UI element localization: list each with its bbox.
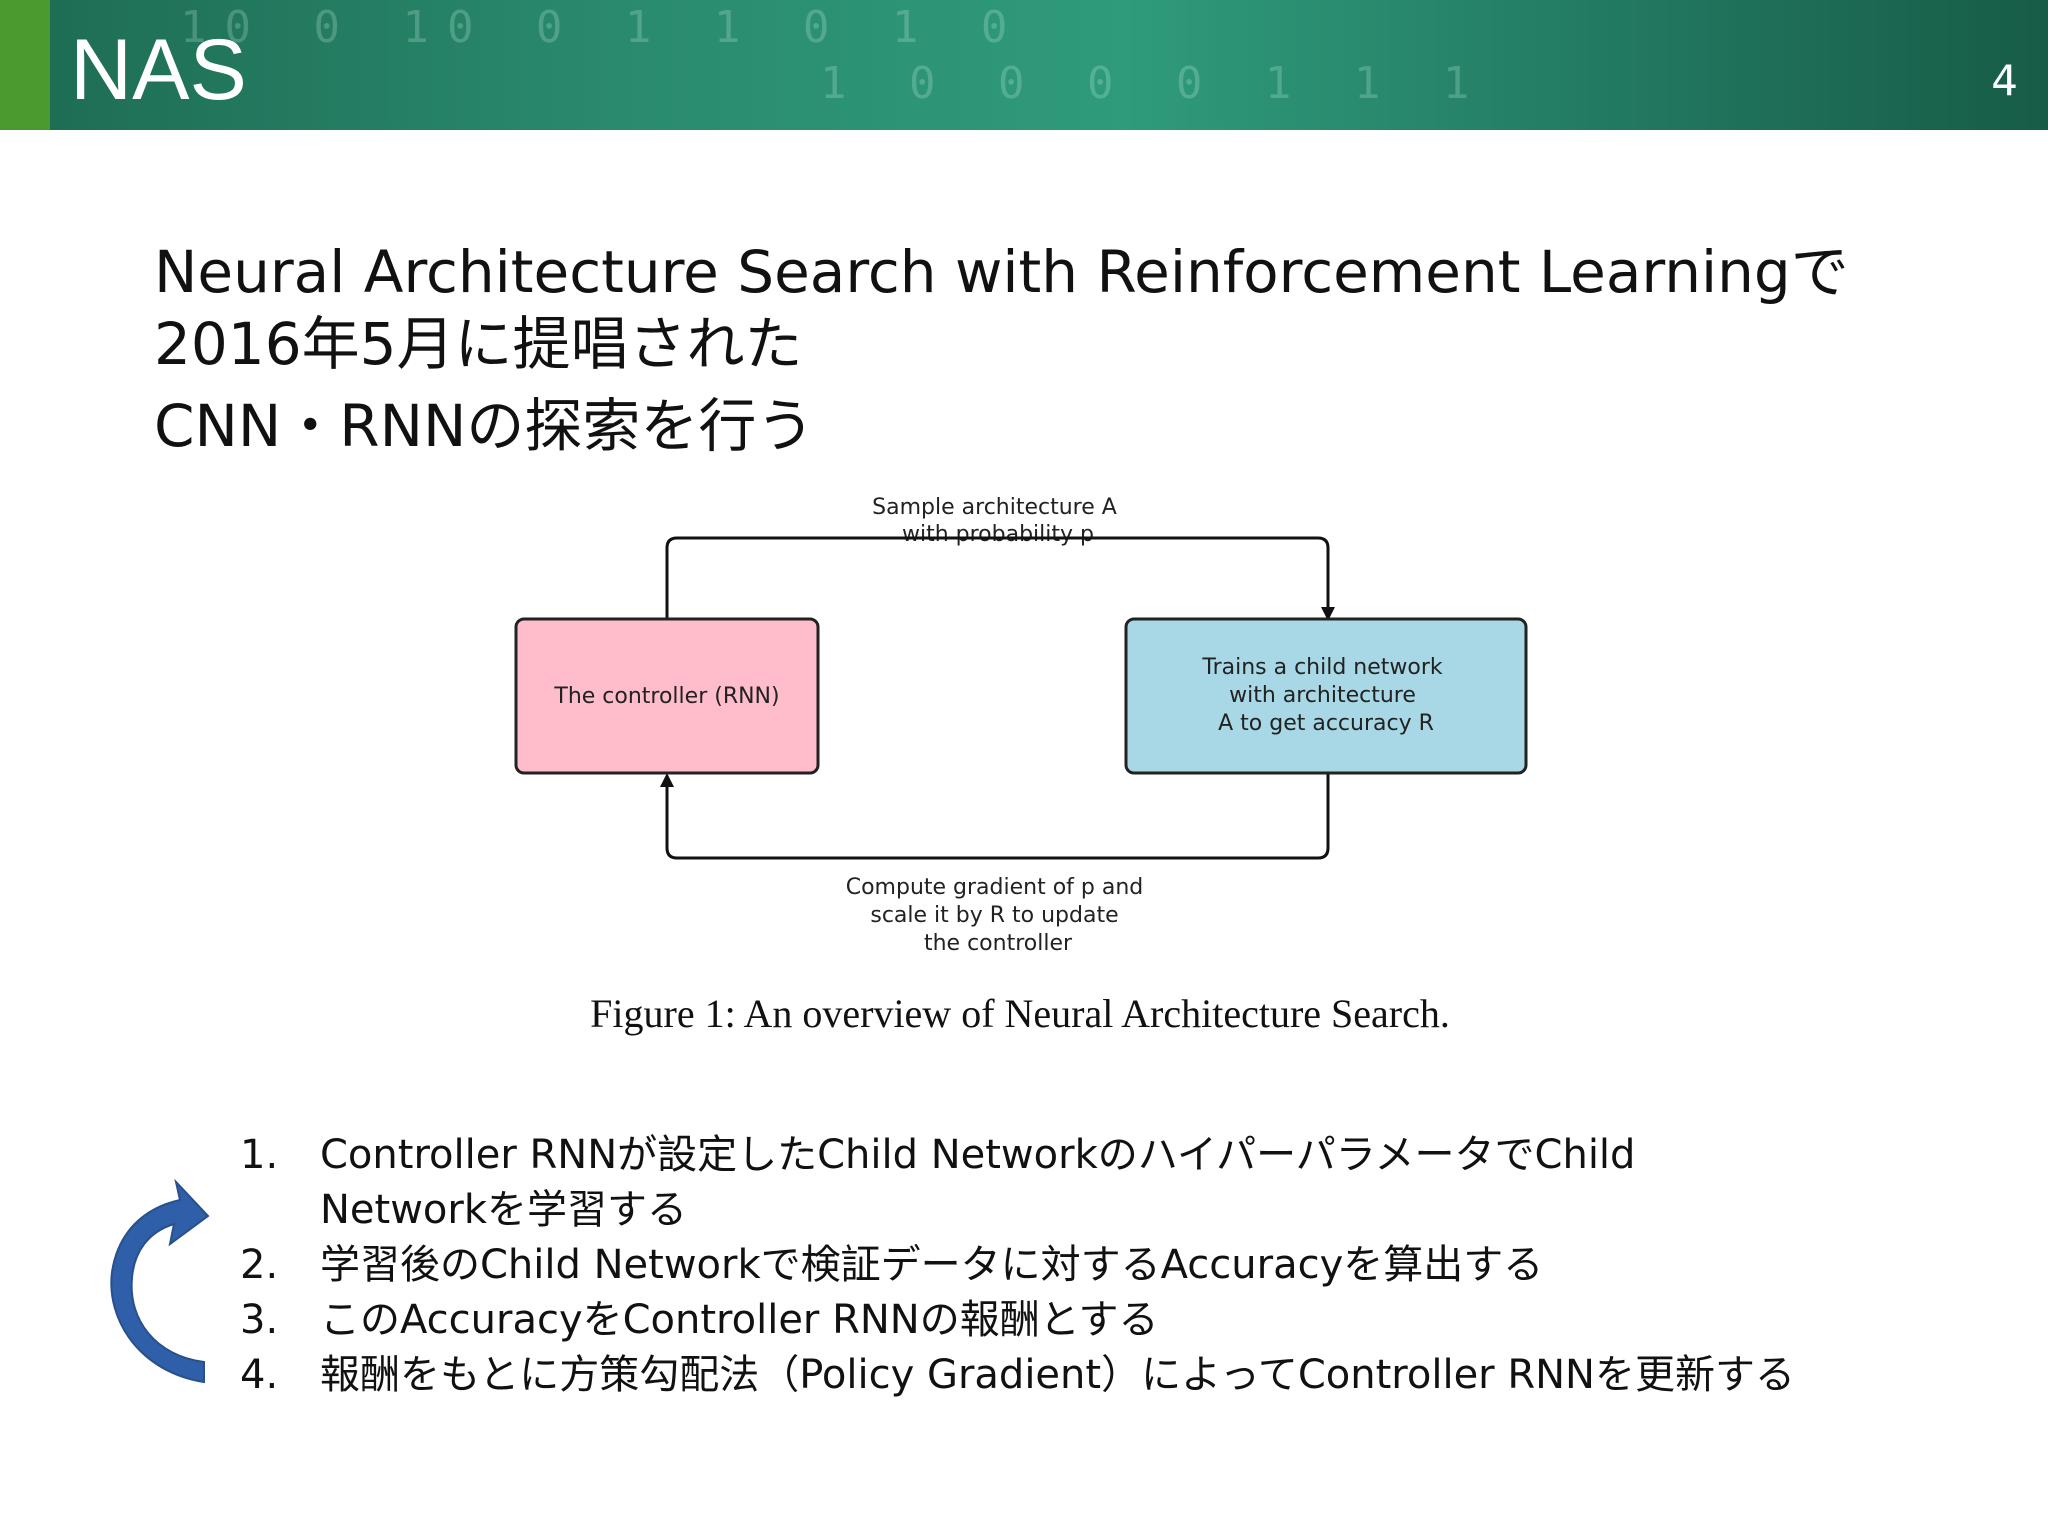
update-controller-edge [660, 773, 1330, 860]
sample-architecture-edge [665, 536, 1335, 621]
figure-caption: Figure 1: An overview of Neural Architec… [590, 991, 1450, 1036]
header-binary-row: 1 0 0 0 0 1 1 1 0 1 0 1 0 [820, 58, 1480, 109]
list-item: 4. 報酬をもとに方策勾配法（Policy Gradient）によってContr… [240, 1348, 1800, 1403]
list-item: 3. このAccuracyをController RNNの報酬とする [240, 1293, 1800, 1348]
list-item: 2. 学習後のChild Networkで検証データに対するAccuracyを算… [240, 1238, 1800, 1293]
nas-diagram: Sample architecture A with probability p… [514, 495, 1528, 956]
steps-list: 1. Controller RNNが設定したChild Networkのハイパー… [240, 1128, 1800, 1403]
step-number: 4. [240, 1352, 279, 1398]
slide-title: NAS [70, 22, 247, 118]
header-binary-background: 10 0 10 0 1 1 0 1 0 1 0 0 0 0 1 1 1 0 1 … [180, 0, 1480, 130]
header-accent-bar [0, 0, 50, 130]
controller-rnn-label: The controller (RNN) [553, 684, 779, 709]
curved-up-arrow-icon [110, 1178, 210, 1384]
top-edge-label: Sample architecture A with probability p [872, 495, 1124, 547]
list-item: 1. Controller RNNが設定したChild Networkのハイパー… [240, 1128, 1800, 1238]
page-number: 4 [1991, 56, 2018, 105]
child-network-box [1124, 617, 1528, 775]
intro-line-paper: Neural Architecture Search with Reinforc… [154, 238, 1849, 378]
step-number: 2. [240, 1242, 279, 1288]
child-network-label: Trains a child network with architecture… [1201, 655, 1449, 736]
step-text: 学習後のChild Networkで検証データに対するAccuracyを算出する [320, 1242, 1544, 1288]
step-number: 1. [240, 1132, 279, 1178]
header-binary-row: 10 0 10 0 1 1 0 1 0 [180, 2, 1026, 53]
bottom-edge-label: Compute gradient of p and scale it by R … [846, 875, 1151, 956]
intro-text: Neural Architecture Search with Reinforc… [154, 236, 1954, 462]
header-banner: 10 0 10 0 1 1 0 1 0 1 0 0 0 0 1 1 1 0 1 … [0, 0, 2048, 130]
nas-overview-figure: Sample architecture A with probability p… [480, 484, 1560, 1084]
step-text: Controller RNNが設定したChild Networkのハイパーパラメ… [320, 1132, 1636, 1233]
intro-line-search: CNN・RNNの探索を行う [154, 392, 815, 460]
step-number: 3. [240, 1297, 279, 1343]
step-text: 報酬をもとに方策勾配法（Policy Gradient）によってControll… [320, 1352, 1795, 1398]
controller-rnn-box [514, 617, 820, 775]
step-text: このAccuracyをController RNNの報酬とする [320, 1297, 1159, 1343]
